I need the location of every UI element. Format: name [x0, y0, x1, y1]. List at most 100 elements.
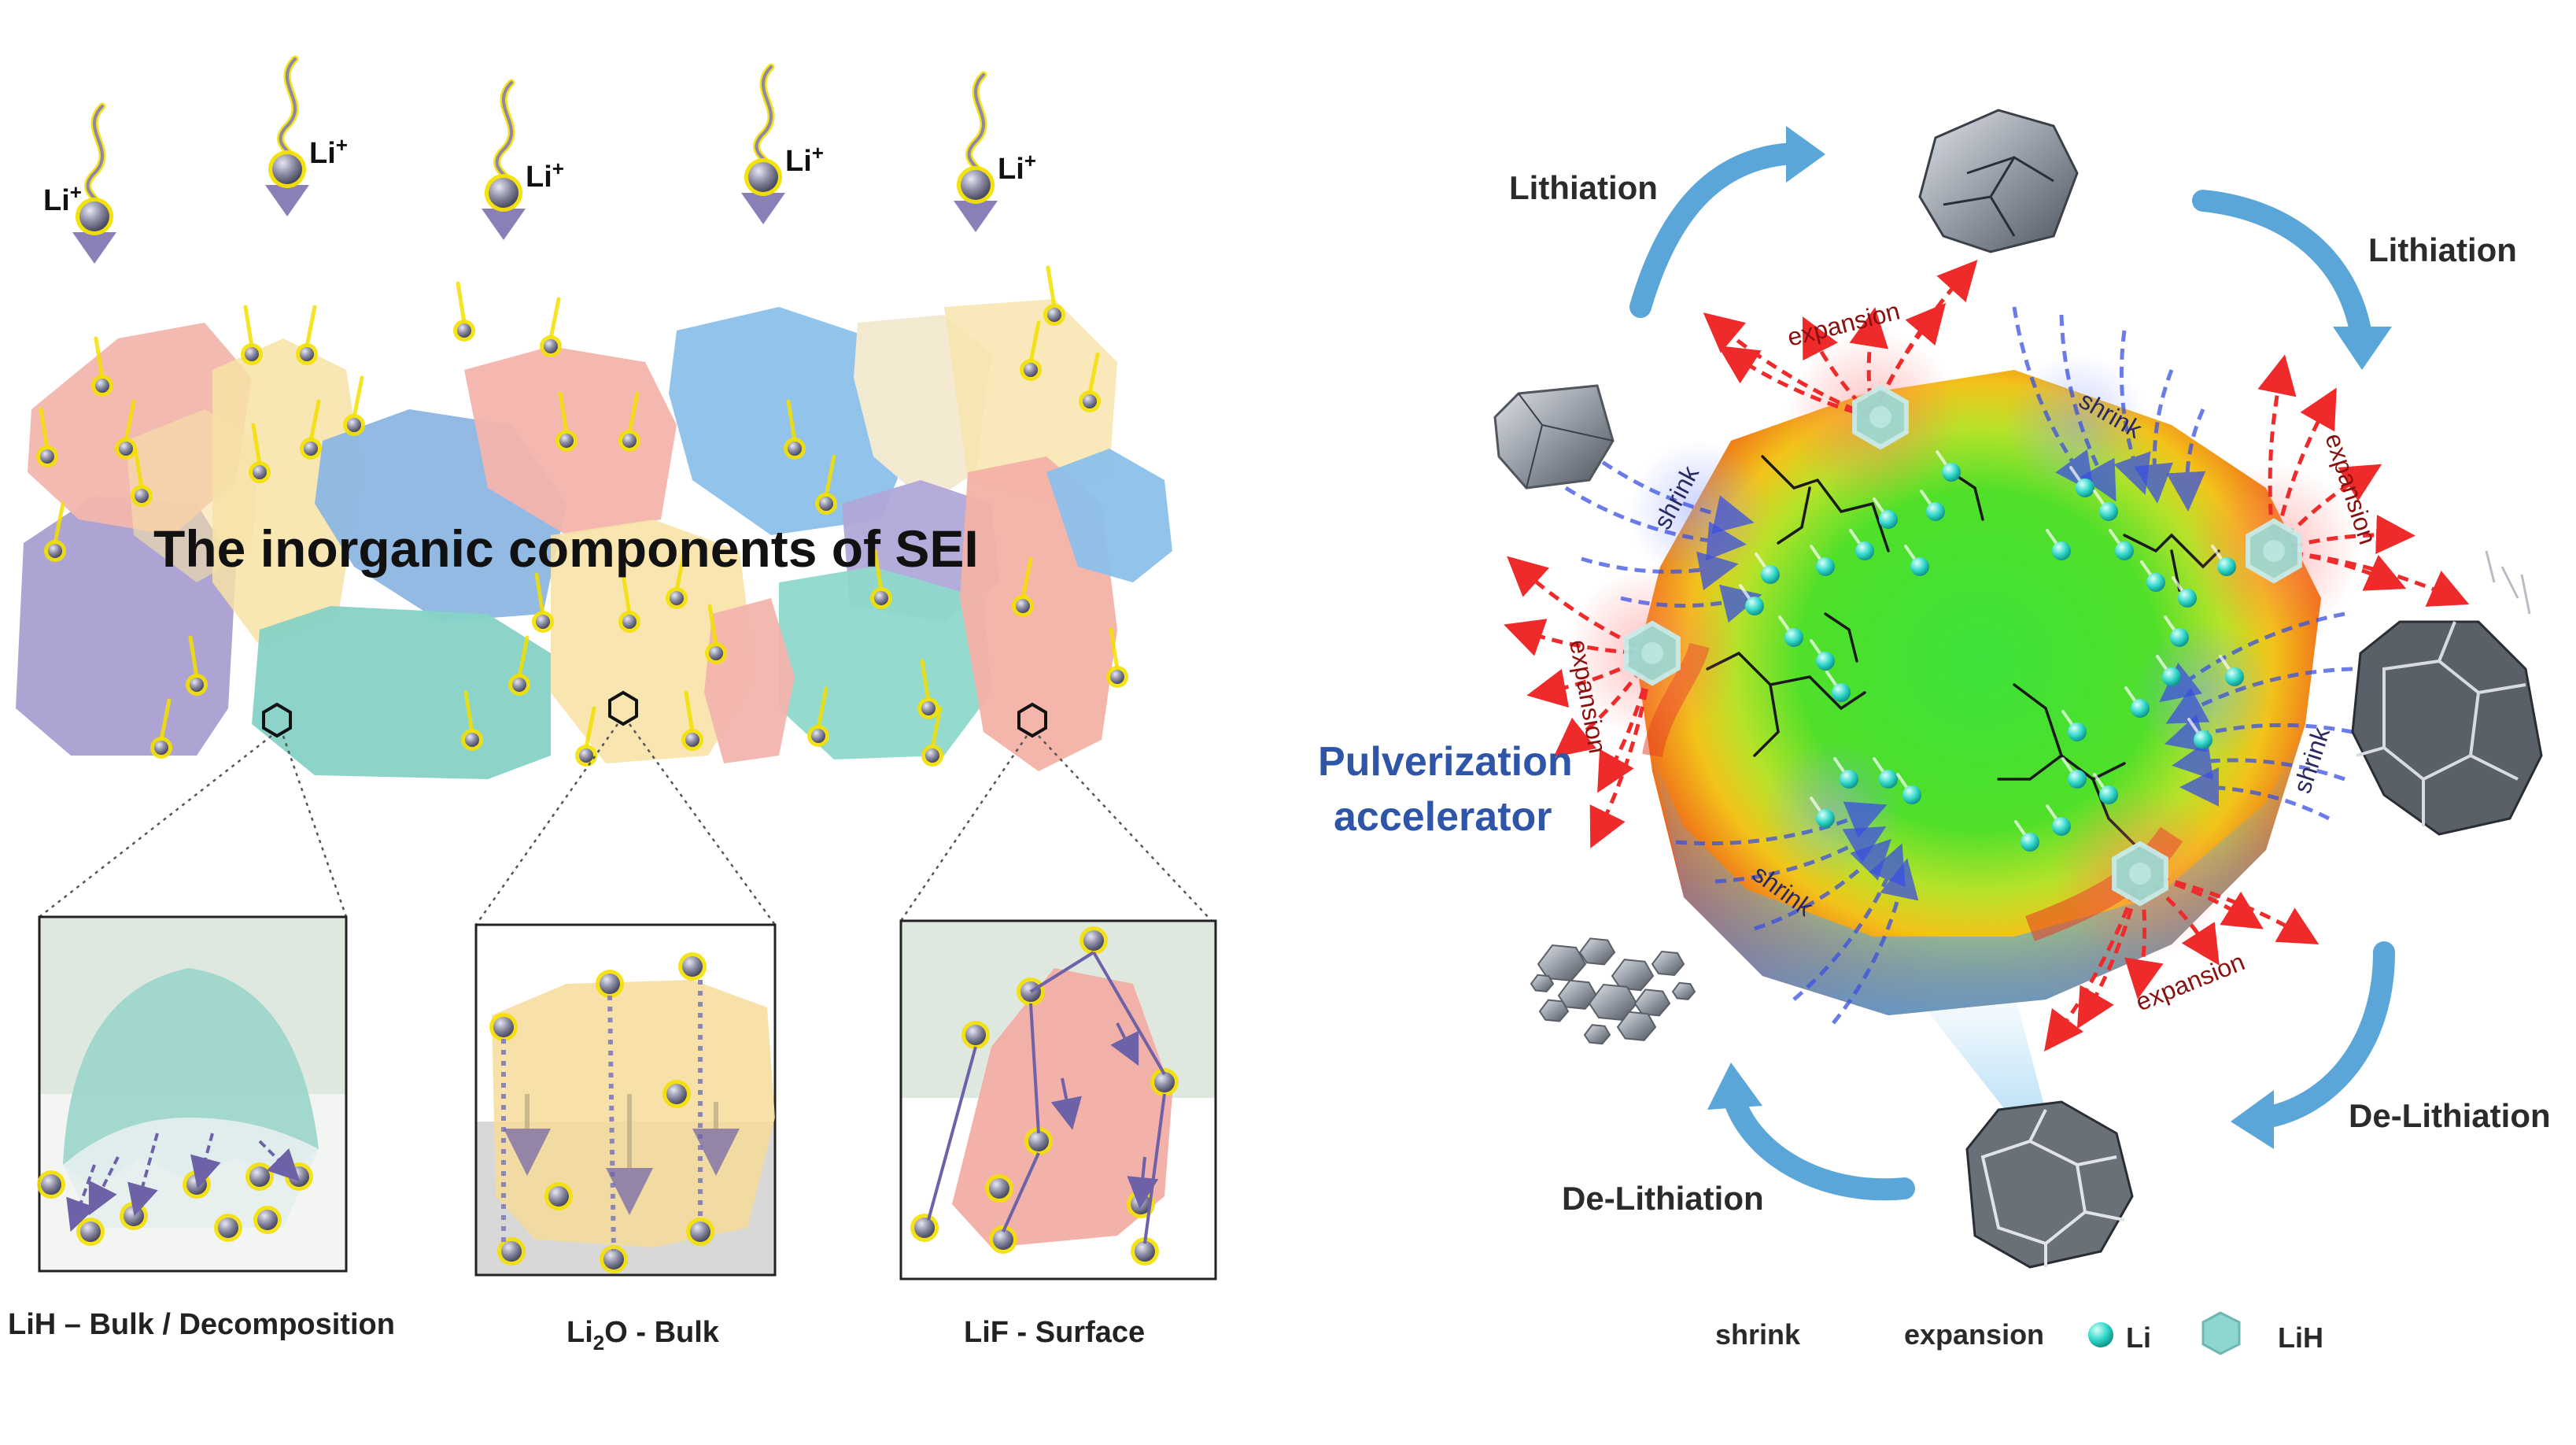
inset-lif-particle: [989, 1225, 1017, 1254]
rock-fragments: [1530, 937, 1696, 1045]
crystal-li-particle: [618, 430, 640, 452]
crystal-li-particle: [296, 343, 318, 365]
inset-li2o-particle: [600, 1245, 628, 1273]
cyan-li-particles: [1739, 450, 2244, 852]
inset-lih-particle: [76, 1218, 105, 1246]
label-lithiation-left: Lithiation: [1509, 169, 1658, 206]
cyan-li-particle: [2131, 699, 2150, 718]
li-ion-label: Li+: [785, 141, 824, 178]
crystal-li-particle: [44, 540, 66, 562]
cyan-li-particle: [2170, 628, 2189, 647]
cyan-li-particle: [2217, 557, 2236, 576]
rock-top: [1918, 109, 2079, 253]
cracks: [1706, 455, 2220, 852]
crystal-li-particle: [91, 375, 113, 397]
li-ion: Li+: [265, 55, 348, 216]
cyan-li-particle: [2146, 573, 2165, 592]
crystal-li-particle: [1079, 390, 1101, 412]
inset-label-lih: LiH – Bulk / Decomposition: [8, 1308, 395, 1341]
hexagon-markers: [262, 690, 1047, 738]
cyan-li-particle: [2068, 770, 2087, 789]
li-ion: Li+: [482, 79, 564, 240]
rock-right-cracked: [2351, 550, 2543, 836]
inset-li2o-particle: [596, 970, 624, 998]
crystal-li-particle: [36, 445, 58, 468]
lih-site: [2112, 841, 2168, 907]
inset-li2o-particle: [544, 1182, 573, 1210]
cyan-li-particle: [2099, 502, 2118, 521]
incoming-li-ions: Li+ Li+ Li+ Li+ Li+: [43, 55, 1036, 264]
cyan-li-particle: [1816, 557, 1835, 576]
inset-li2o-particle: [686, 1218, 714, 1246]
crystal-li-particle: [555, 430, 578, 452]
rock-left: [1493, 384, 1615, 490]
crystal-blue-small-right: [1046, 449, 1172, 582]
cyan-li-particle: [1816, 652, 1835, 671]
crystal-li-particles: [36, 265, 1128, 767]
cyan-li-particle: [1855, 541, 1874, 560]
cycle-arrow-lithiation-left: [1629, 142, 1805, 318]
hexagon-marker-lih: [262, 702, 292, 738]
legend-lih-marker: [2201, 1311, 2241, 1355]
spotlight-cone: [1912, 992, 2054, 1141]
legend-li-marker: [2088, 1322, 2113, 1347]
inset-lif-particle: [910, 1214, 939, 1242]
crystal-li-particle: [461, 729, 483, 751]
inset-li2o: [474, 923, 777, 1277]
hexagon-marker-lif: [1017, 702, 1047, 738]
cyan-li-particle: [1761, 565, 1780, 584]
inset-lih-particle: [183, 1170, 211, 1199]
crystal-li-particle: [300, 438, 322, 460]
right-panel: expansion expansion expansion expansion …: [1318, 109, 2551, 1355]
li-ion-label: Li+: [43, 180, 82, 217]
crystal-li-particle: [618, 611, 640, 633]
li-ion-label: Li+: [309, 133, 348, 170]
lih-sites: [1624, 384, 2302, 907]
inset-label-li2o: Li2O - Bulk: [566, 1316, 720, 1354]
inset-lih-particle: [253, 1206, 282, 1234]
accelerator-line1: Pulverization: [1318, 739, 1573, 785]
cyan-li-particle: [2021, 833, 2039, 852]
label-delithiation-right: De-Lithiation: [2349, 1097, 2551, 1134]
crystal-li-particle: [1043, 304, 1065, 326]
crystal-li-particle: [870, 587, 892, 609]
cyan-li-particle: [2115, 541, 2134, 560]
inset-label-lif: LiF - Surface: [964, 1316, 1145, 1349]
crystal-yellow-left: [212, 338, 362, 645]
inset-lif-particle: [1079, 926, 1108, 955]
crystal-li-particle: [508, 674, 530, 696]
cycle-arrow-lithiation-right: [2192, 190, 2371, 342]
crystal-li-particle: [917, 697, 939, 719]
crystal-li-particle: [784, 438, 806, 460]
zoom-lines: [39, 723, 1212, 926]
crystal-li-particle: [666, 587, 688, 609]
inset-li2o-particle: [662, 1080, 691, 1108]
legend-lih: LiH: [2278, 1321, 2323, 1354]
li-ion-label: Li+: [526, 157, 564, 194]
sei-crystal-cluster: [16, 299, 1172, 779]
crystal-li-particle: [807, 725, 829, 747]
crystal-li-particle: [1012, 595, 1034, 617]
crystal-li-particle: [575, 745, 597, 767]
cyan-li-particle: [2162, 667, 2181, 686]
crystal-li-particle: [1106, 666, 1128, 688]
li-ion: Li+: [954, 71, 1036, 232]
crystal-pink-small: [704, 598, 795, 763]
inset-lih-particle: [37, 1170, 65, 1199]
lih-site: [1852, 384, 1909, 450]
crystal-li-particle: [921, 745, 943, 767]
inset-lif-particle: [985, 1174, 1013, 1203]
crystal-li-particle: [681, 729, 703, 751]
crystal-yellow-right: [944, 299, 1117, 504]
inset-li2o-particle: [678, 952, 707, 981]
crystal-yellow-back: [126, 409, 260, 582]
crystal-li-particle: [131, 485, 153, 507]
rock-bottom-cracked: [1965, 1100, 2134, 1269]
crystal-li-particle: [1020, 359, 1042, 381]
inset-li-particles: [37, 926, 1179, 1273]
cyan-li-particle: [1910, 557, 1929, 576]
cycle-arrows: [1629, 126, 2395, 1201]
inset-lih-particle: [245, 1162, 274, 1191]
crystal-li-particle: [453, 320, 475, 342]
inset-li2o-particle: [489, 1013, 518, 1041]
